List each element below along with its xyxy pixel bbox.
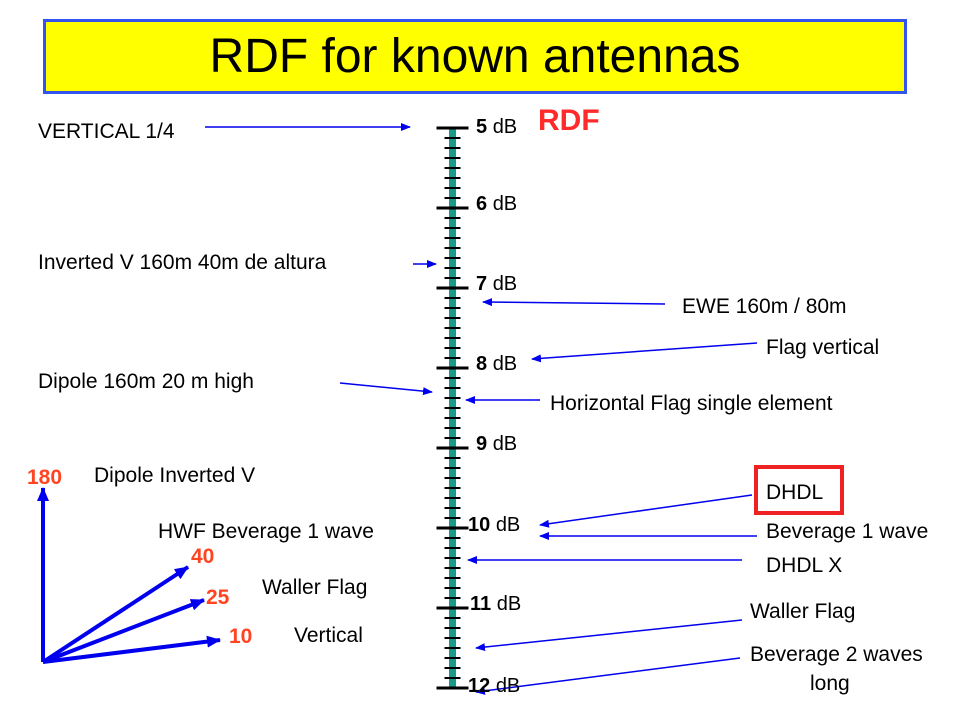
major-ticks — [436, 126, 469, 690]
label-beverage-2-line2: long — [810, 672, 850, 695]
minor-ticks — [444, 137, 461, 679]
arrow-ewe — [482, 298, 666, 307]
tick-label-5db: 5 dB — [476, 116, 518, 138]
tick-label-12db: 12 dB — [468, 675, 521, 697]
tick-label-9db: 9 dB — [476, 433, 518, 455]
label-dhdl: DHDL — [766, 481, 824, 504]
tick-label-6db: 6 dB — [476, 193, 518, 215]
angle-label-25: Waller Flag — [262, 576, 368, 599]
tick-label-10db: 10 dB — [468, 514, 521, 536]
angle-arrow-40 — [41, 565, 190, 664]
angle-value-40: 40 — [191, 545, 215, 568]
arrow-dipole — [339, 382, 433, 396]
angle-label-180: Dipole Inverted V — [94, 464, 256, 487]
label-inverted-v: Inverted V 160m 40m de altura — [38, 251, 327, 274]
angle-value-25: 25 — [206, 586, 230, 609]
tick-label-7db: 7 dB — [476, 273, 518, 295]
tick-label-8db: 8 dB — [476, 353, 518, 375]
angle-value-180: 180 — [27, 466, 63, 489]
page-title: RDF for known antennas — [209, 30, 741, 83]
angle-value-10: 10 — [229, 625, 253, 648]
rdf-label: RDF — [538, 104, 600, 137]
arrow-beverage-2 — [475, 657, 741, 695]
angle-arrow-10 — [42, 635, 221, 664]
arrow-dhdl — [539, 494, 753, 528]
label-waller-flag: Waller Flag — [750, 600, 856, 623]
label-dhdl-x: DHDL X — [766, 554, 843, 577]
label-flag-vertical: Flag vertical — [766, 336, 880, 359]
arrow-flag-vertical — [531, 342, 758, 363]
title-banner: RDF for known antennas — [43, 19, 907, 94]
angle-label-10: Vertical — [294, 624, 363, 647]
label-vertical-quarter: VERTICAL 1/4 — [38, 120, 175, 143]
angle-label-40: HWF Beverage 1 wave — [158, 520, 374, 543]
label-ewe: EWE 160m / 80m — [682, 295, 847, 318]
angle-arrow-25 — [42, 598, 205, 664]
label-dipole: Dipole 160m 20 m high — [38, 370, 254, 393]
dhdl-highlight-box — [754, 465, 844, 515]
tick-label-11db: 11 dB — [470, 593, 522, 615]
label-beverage-2-line1: Beverage 2 waves — [750, 643, 923, 666]
arrow-waller-flag — [475, 619, 743, 652]
label-horizontal-flag: Horizontal Flag single element — [550, 392, 833, 415]
label-beverage-1: Beverage 1 wave — [766, 520, 929, 543]
